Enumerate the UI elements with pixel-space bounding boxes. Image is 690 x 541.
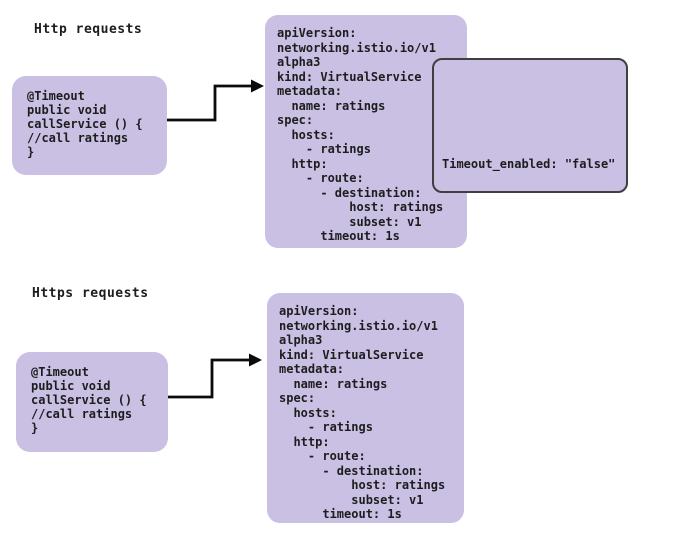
timeout-enabled-callout: Timeout_enabled: "false" — [432, 58, 628, 193]
https-arrowhead-icon — [249, 353, 262, 367]
https-virtualservice-yaml-box: apiVersion: networking.istio.io/v1 alpha… — [267, 293, 464, 523]
https-virtualservice-yaml: apiVersion: networking.istio.io/v1 alpha… — [279, 304, 446, 521]
https-flow-arrow — [168, 353, 262, 399]
http-arrowhead-icon — [251, 79, 264, 93]
http-arrow-line — [167, 84, 252, 122]
http-section-title: Http requests — [34, 22, 143, 37]
https-arrow-line — [168, 358, 250, 399]
http-client-code-box: @Timeout public void callService () { //… — [12, 76, 167, 175]
timeout-enabled-callout-text: Timeout_enabled: "false" — [442, 157, 616, 171]
https-section-title: Https requests — [32, 286, 149, 301]
https-client-code: @Timeout public void callService () { //… — [31, 365, 147, 435]
http-virtualservice-yaml: apiVersion: networking.istio.io/v1 alpha… — [277, 26, 444, 243]
http-client-code: @Timeout public void callService () { //… — [27, 89, 143, 159]
https-client-code-box: @Timeout public void callService () { //… — [16, 352, 168, 452]
http-flow-arrow — [167, 79, 264, 122]
